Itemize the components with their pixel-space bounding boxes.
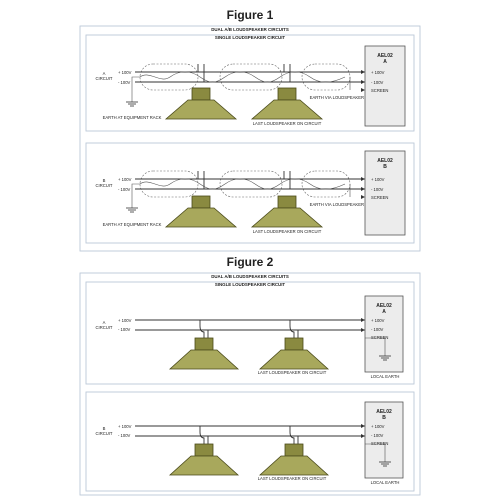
ael02-label: AEL02 xyxy=(376,303,392,309)
earth-drain-label: EARTH VIA LOUDSPEAKER DRAIN WIRE xyxy=(310,95,391,100)
speaker-magnet xyxy=(277,195,297,209)
figure2-header-single: SINGLE LOUDSPEAKER CIRCUIT xyxy=(215,282,286,287)
cable-screen xyxy=(219,170,283,198)
box-minus-label: - 100V xyxy=(371,187,384,192)
loudspeaker-icon xyxy=(168,455,240,476)
plus-100v-label: + 100V xyxy=(118,70,132,75)
speaker-magnet xyxy=(194,443,214,457)
box-screen-label: SCREEN xyxy=(371,441,388,446)
terminal-arrow-icon xyxy=(361,318,365,332)
ael02-label: AEL02 xyxy=(376,409,392,415)
loudspeaker-icon xyxy=(258,455,330,476)
ael02-label: AEL02 xyxy=(377,53,393,59)
terminal-arrow-icon xyxy=(361,70,365,92)
loudspeaker-icon xyxy=(164,207,238,228)
box-screen-label: SCREEN xyxy=(371,195,388,200)
minus-100v-label: - 100V xyxy=(118,187,131,192)
speaker-magnet xyxy=(284,337,304,351)
last-speaker-label: LAST LOUDSPEAKER ON CIRCUIT xyxy=(253,121,322,126)
ael02-letter: A xyxy=(382,309,386,315)
drain-wire xyxy=(139,178,346,190)
box-plus-label: + 100V xyxy=(371,318,385,323)
minus-100v-label: - 100V xyxy=(118,327,131,332)
circuit-b-label-sub: CIRCUIT xyxy=(96,431,113,436)
figure1-header-single: SINGLE LOUDSPEAKER CIRCUIT xyxy=(215,35,286,40)
cable-screen xyxy=(139,170,199,198)
loudspeaker-icon xyxy=(258,349,330,370)
box-screen-label: SCREEN xyxy=(371,335,388,340)
plus-100v-label: + 100V xyxy=(118,318,132,323)
cable-screen xyxy=(139,63,199,91)
figure1-title: Figure 1 xyxy=(227,8,274,22)
ael02-letter: B xyxy=(383,164,387,170)
circuit-b-label: B xyxy=(103,178,106,183)
ael02-letter: A xyxy=(383,59,387,65)
last-speaker-label: LAST LOUDSPEAKER ON CIRCUIT xyxy=(258,370,327,375)
figure2-header-dual: DUAL A/B LOUDSPEAKER CIRCUITS xyxy=(211,274,289,279)
earth-rack-label: EARTH AT EQUIPMENT RACK xyxy=(103,115,162,120)
circuit-b-label: B xyxy=(103,426,106,431)
loudspeaker-icon xyxy=(250,99,324,120)
figure1-frame xyxy=(79,25,421,252)
cable-screen xyxy=(301,170,351,198)
loudspeaker-icon xyxy=(164,99,238,120)
rack-earth-wire xyxy=(131,76,140,102)
earth-drain-label: EARTH VIA LOUDSPEAKER DRAIN WIRE xyxy=(310,202,391,207)
figure2-frame xyxy=(79,272,421,496)
loudspeaker-icon xyxy=(168,349,240,370)
loudspeaker-icon xyxy=(250,207,324,228)
circuit-a-label-sub: CIRCUIT xyxy=(96,325,113,330)
box-plus-label: + 100V xyxy=(371,177,385,182)
box-minus-label: - 100V xyxy=(371,80,384,85)
earth-rack-label: EARTH AT EQUIPMENT RACK xyxy=(103,222,162,227)
circuit-a-label: A xyxy=(103,320,106,325)
ael02-unit-b xyxy=(364,150,406,236)
box-screen-label: SCREEN xyxy=(371,88,388,93)
minus-100v-label: - 100V xyxy=(118,433,131,438)
speaker-magnet xyxy=(194,337,214,351)
figure2-circuit-b: B CIRCUIT + 100V - 100V LAST LOUDSPEAKER… xyxy=(96,401,404,485)
figure1-circuit-b-frame xyxy=(85,142,415,244)
speaker-magnet xyxy=(191,87,211,101)
figure1-circuit-b: B CIRCUIT + 100V - 100V EARTH AT EQUIPME… xyxy=(96,150,406,236)
speaker-magnet xyxy=(191,195,211,209)
drain-wire xyxy=(139,71,346,83)
circuit-a-label: A xyxy=(103,71,106,76)
speaker-magnet xyxy=(284,443,304,457)
terminal-arrow-icon xyxy=(361,177,365,199)
ael02-letter: B xyxy=(382,415,386,421)
figure1-circuit-a-frame xyxy=(85,34,415,132)
figure1-circuit-a: A CIRCUIT + 100V - 100V EARTH AT EQUIPME… xyxy=(96,45,406,127)
figure2-circuit-b-frame xyxy=(85,391,415,492)
speaker-magnet xyxy=(277,87,297,101)
last-speaker-label: LAST LOUDSPEAKER ON CIRCUIT xyxy=(258,476,327,481)
plus-100v-label: + 100V xyxy=(118,424,132,429)
terminal-arrow-icon xyxy=(361,424,365,438)
cable-screen xyxy=(219,63,283,91)
circuit-a-label-sub: CIRCUIT xyxy=(96,76,113,81)
ael02-label: AEL02 xyxy=(377,158,393,164)
figure2-circuit-a-frame xyxy=(85,281,415,385)
figure1-header-dual: DUAL A/B LOUDSPEAKER CIRCUITS xyxy=(211,27,289,32)
last-speaker-label: LAST LOUDSPEAKER ON CIRCUIT xyxy=(253,229,322,234)
box-minus-label: - 100V xyxy=(371,327,384,332)
rack-earth-wire xyxy=(131,183,140,208)
box-plus-label: + 100V xyxy=(371,424,385,429)
local-earth-wire xyxy=(365,443,386,462)
figure2-circuit-a: A CIRCUIT + 100V - 100V LAST LOUDSPEAKER… xyxy=(96,295,404,379)
local-earth-label: LOCAL EARTH xyxy=(371,374,400,379)
ael02-unit-b xyxy=(364,401,404,479)
figure2-title: Figure 2 xyxy=(227,255,274,269)
ael02-unit-a xyxy=(364,295,404,373)
local-earth-wire xyxy=(365,337,386,356)
minus-100v-label: - 100V xyxy=(118,80,131,85)
cable-screen xyxy=(301,63,351,91)
local-earth-label: LOCAL EARTH xyxy=(371,480,400,485)
ael02-unit-a xyxy=(364,45,406,127)
box-minus-label: - 100V xyxy=(371,433,384,438)
circuit-b-label-sub: CIRCUIT xyxy=(96,183,113,188)
box-plus-label: + 100V xyxy=(371,70,385,75)
plus-100v-label: + 100V xyxy=(118,177,132,182)
